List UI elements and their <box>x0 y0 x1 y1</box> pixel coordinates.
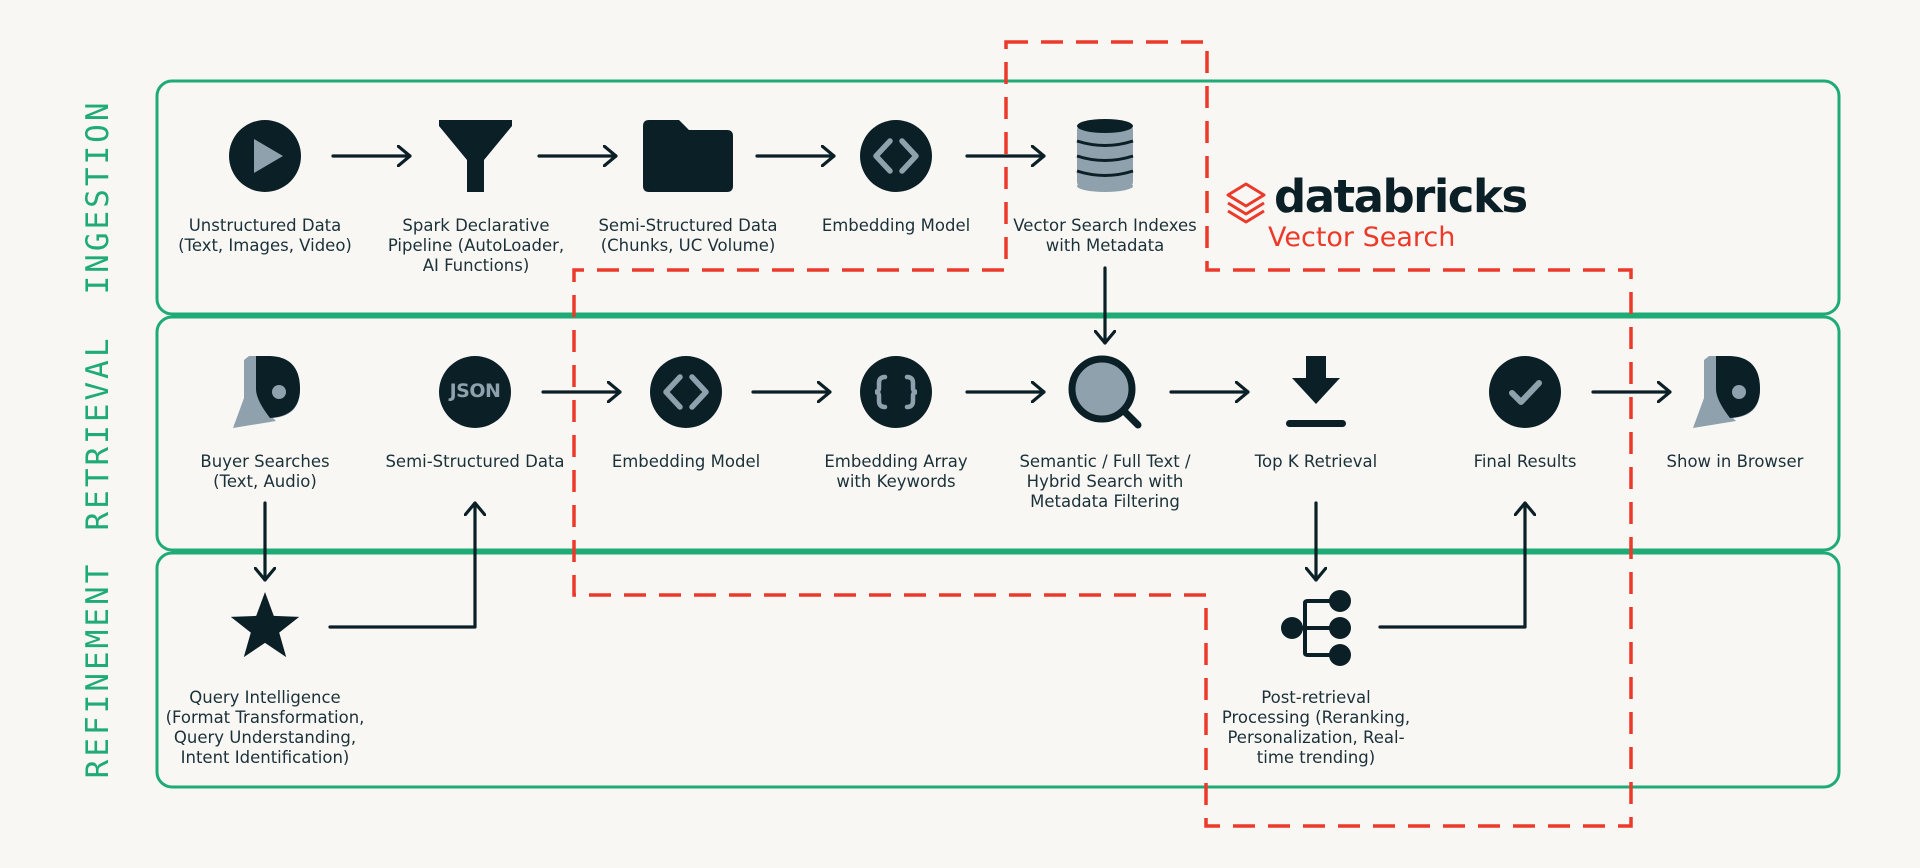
label-vector-search-indexes: Vector Search Indexes with Metadata <box>1013 216 1197 255</box>
lane-box-ingestion <box>155 79 1841 316</box>
label-semi-structured-chunks: Semi-Structured Data (Chunks, UC Volume) <box>598 216 778 255</box>
label-buyer-searches: Buyer Searches (Text, Audio) <box>200 452 330 491</box>
label-semantic-search: Semantic / Full Text / Hybrid Search wit… <box>1019 452 1191 511</box>
checkmark-icon <box>1489 356 1561 428</box>
label-spark-pipeline: Spark Declarative Pipeline (AutoLoader, … <box>387 216 565 275</box>
databricks-logo-icon <box>1226 182 1266 224</box>
user-profile-speaking-icon <box>233 356 300 428</box>
arrow-query-intelligence-to-json <box>328 501 475 629</box>
lane-box-refinement <box>155 551 1841 789</box>
label-show-in-browser: Show in Browser <box>1666 452 1804 471</box>
json-badge-text: JSON <box>449 380 501 402</box>
label-semi-structured-data: Semi-Structured Data <box>385 452 565 471</box>
label-embedding-array: Embedding Array with Keywords <box>824 452 968 491</box>
label-top-k-retrieval: Top K Retrieval <box>1254 452 1378 471</box>
hierarchy-branch-icon <box>1281 590 1351 666</box>
label-embedding-model-retrieval: Embedding Model <box>611 452 761 471</box>
brand-product: Vector Search <box>1268 222 1456 253</box>
json-icon <box>439 356 511 428</box>
curly-braces-icon <box>860 356 932 428</box>
folder-icon <box>643 120 733 192</box>
brand-name: databricks <box>1274 170 1528 223</box>
vector-search-highlight-outline <box>572 40 1633 828</box>
star-icon <box>230 592 300 658</box>
funnel-filter-icon <box>439 120 512 192</box>
code-brackets-icon <box>860 120 932 192</box>
download-icon <box>1286 356 1346 427</box>
play-icon <box>229 120 301 192</box>
label-embedding-model-ingest: Embedding Model <box>821 216 971 235</box>
label-query-intelligence: Query Intelligence (Format Transformatio… <box>165 688 365 767</box>
arrow-post-retrieval-to-results <box>1378 501 1525 629</box>
database-icon <box>1076 119 1134 192</box>
label-unstructured-data: Unstructured Data (Text, Images, Video) <box>178 216 352 255</box>
label-final-results: Final Results <box>1473 452 1577 471</box>
user-profile-speaking-icon <box>1693 356 1760 428</box>
lane-box-retrieval <box>155 315 1841 552</box>
label-post-retrieval: Post-retrieval Processing (Reranking, Pe… <box>1221 688 1411 767</box>
code-brackets-icon <box>650 356 722 428</box>
search-magnifier-icon <box>1068 355 1142 429</box>
